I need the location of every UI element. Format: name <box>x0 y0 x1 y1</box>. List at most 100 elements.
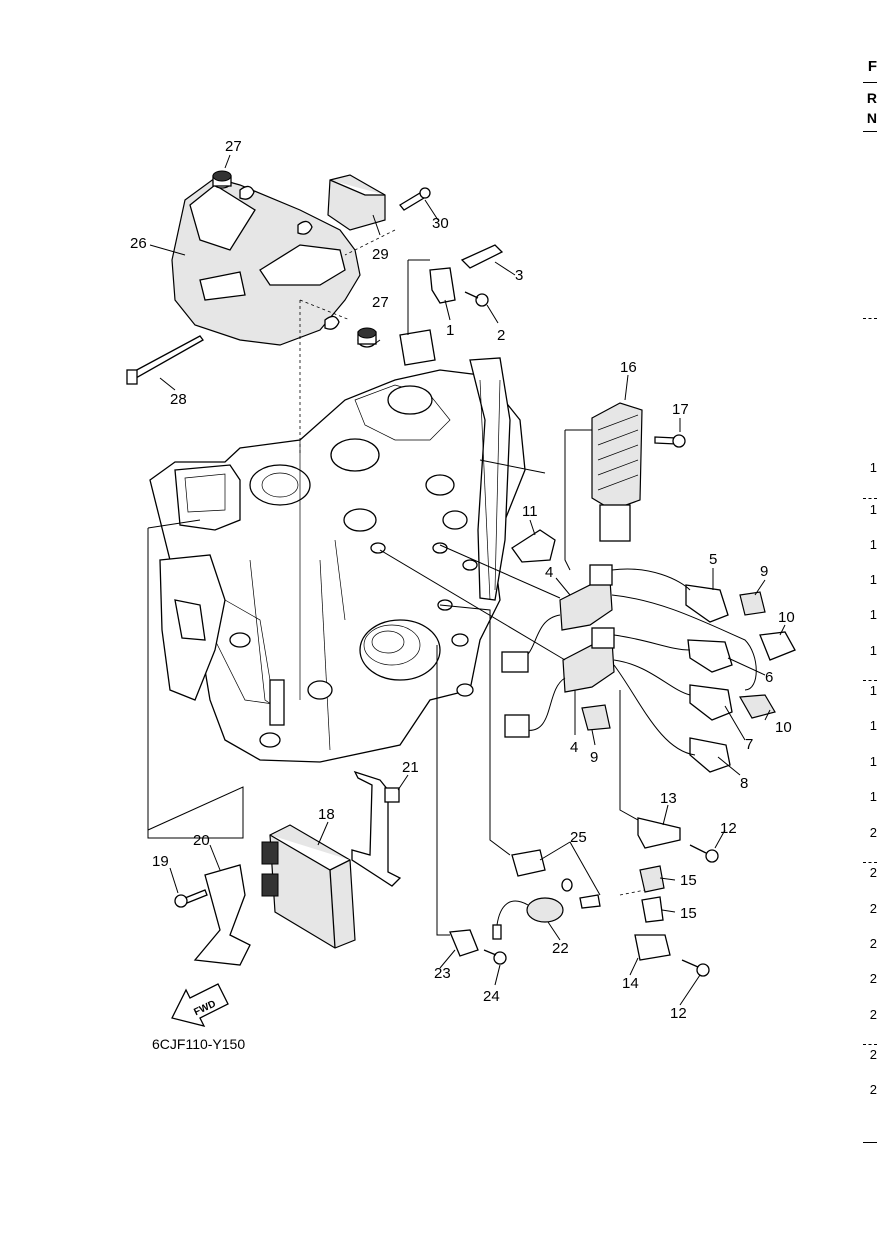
fwd-arrow-icon: FWD <box>171 983 229 1027</box>
right-edge-dash <box>863 862 877 863</box>
bolt-24 <box>483 949 507 965</box>
right-edge-rule <box>863 131 877 132</box>
right-edge-number: 1 <box>869 572 877 587</box>
top-cover <box>171 177 361 346</box>
plug-cap-8 <box>689 737 731 773</box>
callout-8: 8 <box>740 775 748 792</box>
right-edge-number: 1 <box>869 754 877 769</box>
callout-1: 1 <box>446 322 454 339</box>
callout-12a: 12 <box>720 820 737 837</box>
callout-28: 28 <box>170 391 187 408</box>
plug-cap-5 <box>685 584 729 623</box>
callout-21: 21 <box>402 759 419 776</box>
callout-4a: 4 <box>545 564 553 581</box>
clamp-9-lower <box>581 704 611 731</box>
right-edge-header-f: F <box>867 58 877 75</box>
ignition-coil-lower <box>562 627 615 693</box>
callout-5: 5 <box>709 551 717 568</box>
callout-9b: 9 <box>590 749 598 766</box>
bolt-30 <box>399 187 431 211</box>
callout-26: 26 <box>130 235 147 252</box>
clamp-10-lower <box>739 694 776 719</box>
right-edge-rule <box>863 1142 877 1143</box>
bolt-12-upper <box>689 844 719 863</box>
leader-lines <box>147 154 786 1006</box>
clip-11 <box>511 529 556 563</box>
callout-20: 20 <box>193 832 210 849</box>
grommet-27-top <box>212 170 232 189</box>
callout-29: 29 <box>372 246 389 263</box>
sensor-25 <box>511 849 601 909</box>
callout-25: 25 <box>570 829 587 846</box>
ignition-harness <box>514 568 757 756</box>
right-edge-number: 2 <box>869 1047 877 1062</box>
callout-30: 30 <box>432 215 449 232</box>
callout-12b: 12 <box>670 1005 687 1022</box>
right-edge-dash <box>863 1044 877 1045</box>
right-edge-number: 2 <box>869 936 877 951</box>
right-edge-dash <box>863 680 877 681</box>
clip-3 <box>460 244 504 269</box>
callout-2: 2 <box>497 327 505 344</box>
bracket-1 <box>429 267 456 304</box>
right-edge-header-n: N <box>866 110 877 126</box>
right-edge-number: 2 <box>869 825 877 840</box>
ignition-coil-upper <box>559 564 613 631</box>
sensor-22 <box>492 897 564 940</box>
callout-16: 16 <box>620 359 637 376</box>
engine-block <box>149 329 526 763</box>
callout-6: 6 <box>765 669 773 686</box>
callout-19: 19 <box>152 853 169 870</box>
connector-lower <box>504 714 530 738</box>
bolt-12-lower <box>681 959 710 977</box>
block-29 <box>327 174 386 231</box>
callout-22: 22 <box>552 940 569 957</box>
right-edge-number: 1 <box>869 607 877 622</box>
callout-10a: 10 <box>778 609 795 626</box>
callout-13: 13 <box>660 790 677 807</box>
callout-3: 3 <box>515 267 523 284</box>
callout-27a: 27 <box>225 138 242 155</box>
callout-14: 14 <box>622 975 639 992</box>
callout-27b: 27 <box>372 294 389 311</box>
right-edge-number: 1 <box>869 643 877 658</box>
right-edge-number: 1 <box>869 789 877 804</box>
bolt-2 <box>464 291 489 307</box>
callout-9a: 9 <box>760 563 768 580</box>
right-edge-number: 2 <box>869 901 877 916</box>
cable-tie-28 <box>126 335 204 385</box>
right-edge-dash <box>863 498 877 499</box>
bracket-21 <box>351 770 402 887</box>
bolt-17 <box>654 434 686 448</box>
callout-18: 18 <box>318 806 335 823</box>
plug-cap-7 <box>689 684 733 721</box>
clamp-15-upper <box>639 865 665 893</box>
right-edge-number: 1 <box>869 537 877 552</box>
callout-17: 17 <box>672 401 689 418</box>
bolt-19 <box>174 889 208 908</box>
callout-labels: 1 2 3 4 4 5 6 7 8 9 9 10 10 11 12 12 13 … <box>130 138 795 1022</box>
callout-7: 7 <box>745 736 753 753</box>
right-edge-number: 2 <box>869 865 877 880</box>
plug-cap-6 <box>687 639 733 673</box>
right-edge-number: 1 <box>869 460 877 475</box>
ecu-18 <box>261 824 356 949</box>
right-edge-number: 2 <box>869 971 877 986</box>
right-edge-number: 2 <box>869 1007 877 1022</box>
bracket-13 <box>637 817 681 849</box>
right-edge-number: 1 <box>869 718 877 733</box>
regulator-16 <box>591 402 643 542</box>
callout-15a: 15 <box>680 872 697 889</box>
callout-10b: 10 <box>775 719 792 736</box>
right-edge-number: 2 <box>869 1082 877 1097</box>
bracket-20 <box>193 864 251 966</box>
right-edge-header-r: R <box>866 90 877 106</box>
callout-15b: 15 <box>680 905 697 922</box>
clamp-9-upper <box>739 591 766 616</box>
clamp-15-lower <box>641 896 664 923</box>
callout-11: 11 <box>522 503 538 520</box>
diagram-code: 6CJF110-Y150 <box>152 1036 246 1052</box>
right-edge-rule <box>863 82 877 83</box>
right-edge-number: 1 <box>869 502 877 517</box>
